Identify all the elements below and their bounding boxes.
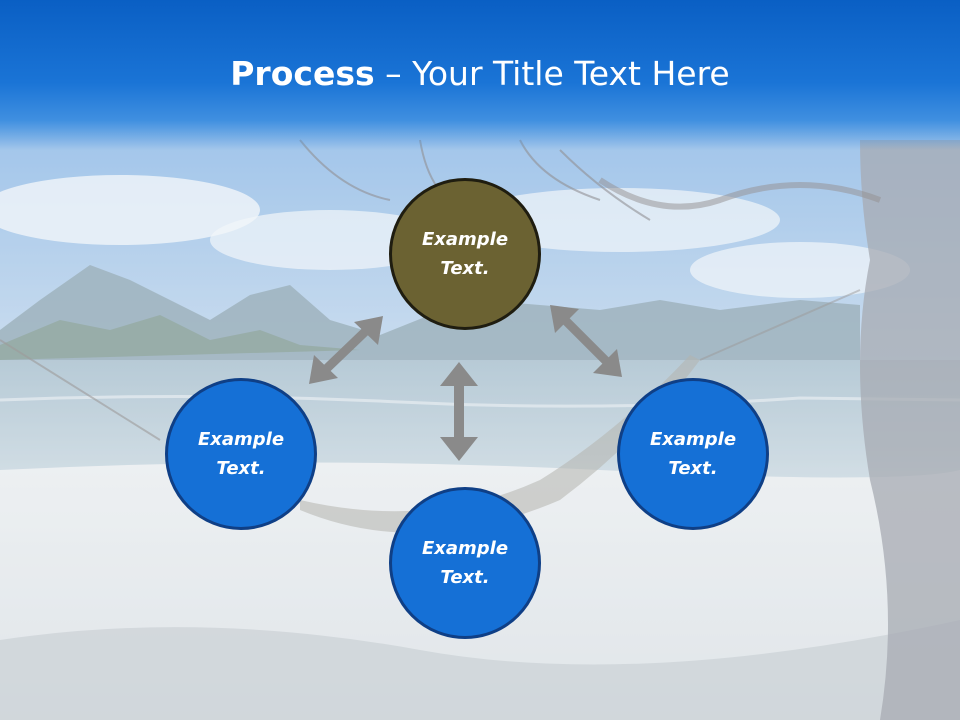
node-text-line2: Text. xyxy=(216,458,266,479)
node-text-line2: Text. xyxy=(440,258,490,279)
title-text: Your Title Text Here xyxy=(412,54,730,93)
process-node-left: Example Text. xyxy=(165,378,317,530)
process-node-bottom: Example Text. xyxy=(389,487,541,639)
process-node-top: Example Text. xyxy=(389,178,541,330)
arrow-left-diagonal xyxy=(309,316,383,384)
slide-title: Process – Your Title Text Here xyxy=(0,52,960,96)
header-band xyxy=(0,0,960,150)
node-text-line2: Text. xyxy=(440,567,490,588)
node-text-line2: Text. xyxy=(668,458,718,479)
node-text-line1: Example xyxy=(197,429,285,450)
node-text-line1: Example xyxy=(421,229,509,250)
title-dash: – xyxy=(374,54,413,93)
process-node-right: Example Text. xyxy=(617,378,769,530)
node-text-line1: Example xyxy=(421,538,509,559)
title-bold: Process xyxy=(230,54,375,93)
arrow-vertical xyxy=(440,362,478,461)
node-text-line1: Example xyxy=(649,429,737,450)
arrow-right-diagonal xyxy=(550,305,622,377)
